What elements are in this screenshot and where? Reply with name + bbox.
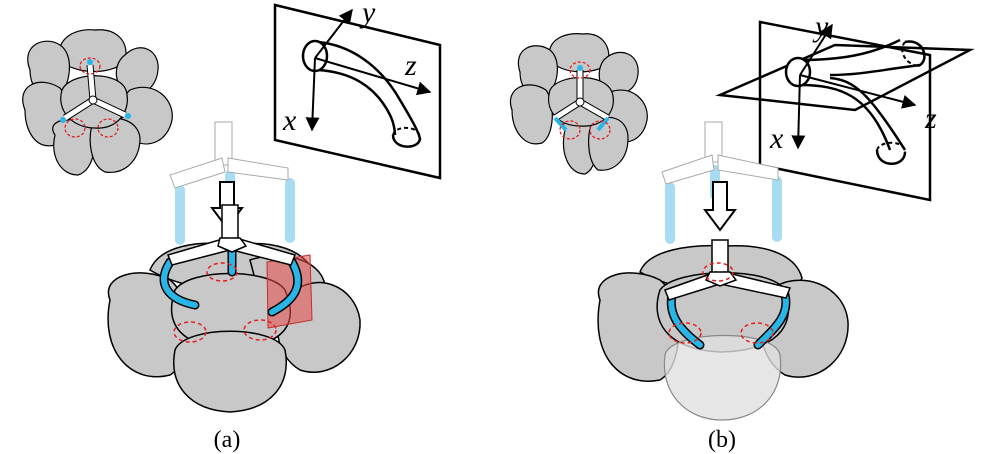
panel-b-axis-frame: y z x [715,10,975,202]
cell-top [548,33,610,73]
axis-label-y: y [359,0,376,29]
panel-a-axis-frame: y z x [273,0,442,180]
panel-b-small-tripod [553,65,610,132]
panel-b-branching-tube [799,38,921,151]
down-arrow-icon [703,181,737,232]
panel-a: y z x [22,0,442,453]
axis-label-z: z [404,49,417,82]
panel-a-small-rings [64,57,119,138]
panel-a-top-view-cluster [22,29,173,176]
panel-b: y z x [509,10,975,453]
axis-arrow-icon [314,8,353,59]
cell-center [170,272,292,351]
panel-a-dashed-rings [173,262,277,343]
panel-b-dashed-rings [668,262,774,344]
axis-label-y: y [812,10,829,43]
panel-a-docked-tripod [159,204,303,317]
panel-b-small-rings [559,61,611,140]
axis-label-x: x [282,104,297,137]
axis-label-x: x [769,122,784,155]
axis-label-z: z [924,102,937,135]
cell-left [509,84,553,145]
panel-a-small-tripod [60,59,131,123]
cell-front [173,330,287,413]
panel-b-top-view-cluster [509,33,648,175]
panel-b-ghost-cell [663,334,782,421]
cell-bottom-right [588,116,629,171]
panel-a-caption: (a) [214,427,241,453]
panel-b-caption: (b) [708,427,736,453]
